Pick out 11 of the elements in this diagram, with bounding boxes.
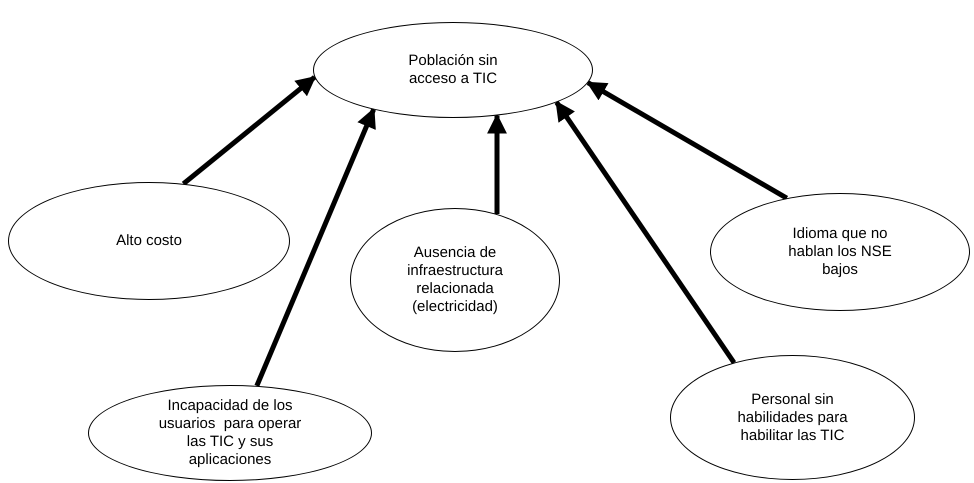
- arrow: [487, 114, 507, 214]
- node-text: Alto costo: [116, 232, 182, 250]
- node-text: Población sin acceso a TIC: [407, 52, 499, 88]
- arrow: [182, 75, 316, 186]
- node-text: Incapacidad de los usuarios para operar las TIC y sus aplicaciones: [158, 397, 302, 469]
- node-text: Ausencia de infraestructura relacionada (electricidad): [406, 244, 504, 316]
- arrow: [254, 108, 376, 387]
- node-text: Personal sin habilidades para habilitar las TIC: [736, 390, 849, 444]
- arrow: [554, 100, 736, 364]
- arrow: [586, 80, 788, 200]
- node-text: Idioma que no hablan los NSE bajos: [787, 225, 893, 279]
